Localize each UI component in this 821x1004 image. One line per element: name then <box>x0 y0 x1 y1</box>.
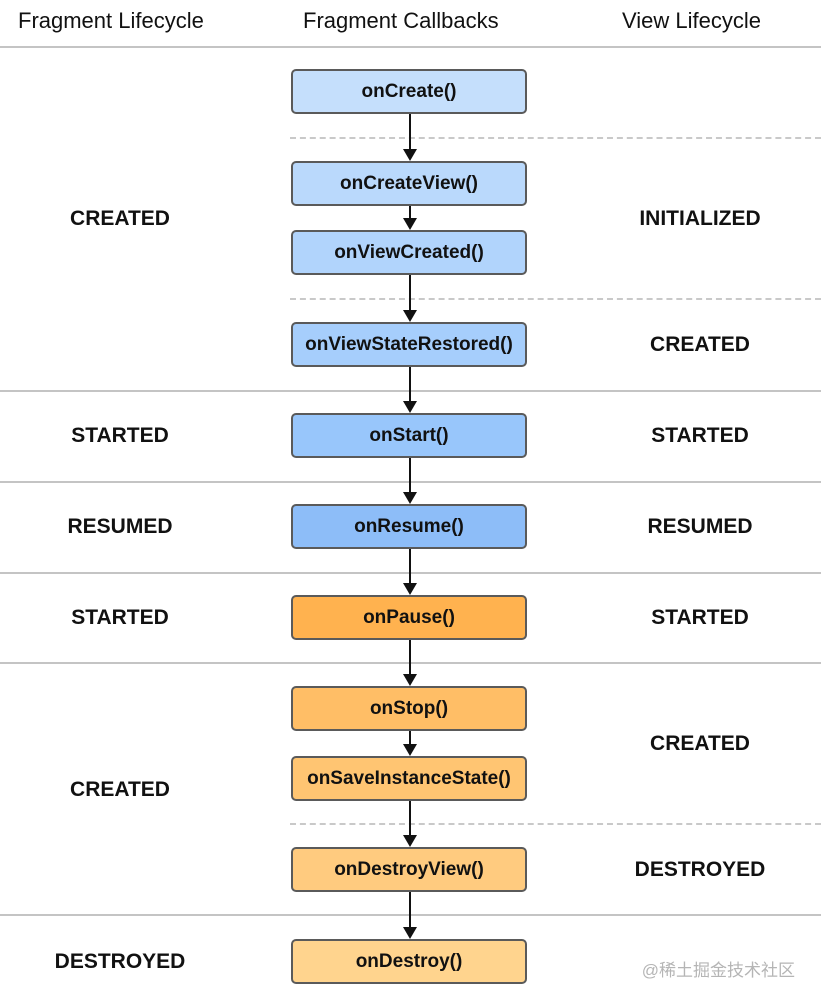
header-fragment-lifecycle: Fragment Lifecycle <box>18 8 204 33</box>
fragment-state-created: CREATED <box>70 207 170 230</box>
callback-on-create-view: onCreateView() <box>291 161 527 206</box>
view-state-resumed: RESUMED <box>647 515 753 538</box>
flow-arrow <box>401 458 419 504</box>
dashed-separator <box>290 298 821 300</box>
watermark-text: @稀土掘金技术社区 <box>641 961 795 980</box>
fragment-state-resumed: RESUMED <box>67 515 173 538</box>
view-state-started: STARTED <box>651 606 749 629</box>
flow-arrow <box>401 549 419 595</box>
fragment-state-created: CREATED <box>70 778 170 801</box>
view-state-started: STARTED <box>651 424 749 447</box>
dashed-separator <box>290 137 821 139</box>
flow-arrow <box>401 801 419 847</box>
fragment-state-started: STARTED <box>71 606 169 629</box>
callback-on-create: onCreate() <box>291 69 527 114</box>
fragment-state-started: STARTED <box>71 424 169 447</box>
view-state-created: CREATED <box>650 732 750 755</box>
view-state-created: CREATED <box>650 333 750 356</box>
flow-arrow <box>401 731 419 756</box>
callback-on-stop: onStop() <box>291 686 527 731</box>
separator-header <box>0 46 821 48</box>
flow-arrow <box>401 640 419 686</box>
dashed-separator <box>290 823 821 825</box>
callback-on-save-instance-state: onSaveInstanceState() <box>291 756 527 801</box>
view-state-destroyed: DESTROYED <box>634 858 766 881</box>
callback-on-destroy: onDestroy() <box>291 939 527 984</box>
flow-arrow <box>401 367 419 413</box>
view-state-initialized: INITIALIZED <box>639 207 761 230</box>
header-view-lifecycle: View Lifecycle <box>622 8 761 33</box>
callback-on-pause: onPause() <box>291 595 527 640</box>
flow-arrow <box>401 892 419 939</box>
callback-on-view-created: onViewCreated() <box>291 230 527 275</box>
fragment-state-destroyed: DESTROYED <box>54 950 186 973</box>
flow-arrow <box>401 114 419 161</box>
header-fragment-callbacks: Fragment Callbacks <box>303 8 499 33</box>
flow-arrow <box>401 206 419 230</box>
callback-on-view-state-restored: onViewStateRestored() <box>291 322 527 367</box>
callback-on-destroy-view: onDestroyView() <box>291 847 527 892</box>
callback-on-resume: onResume() <box>291 504 527 549</box>
callback-on-start: onStart() <box>291 413 527 458</box>
flow-arrow <box>401 275 419 322</box>
